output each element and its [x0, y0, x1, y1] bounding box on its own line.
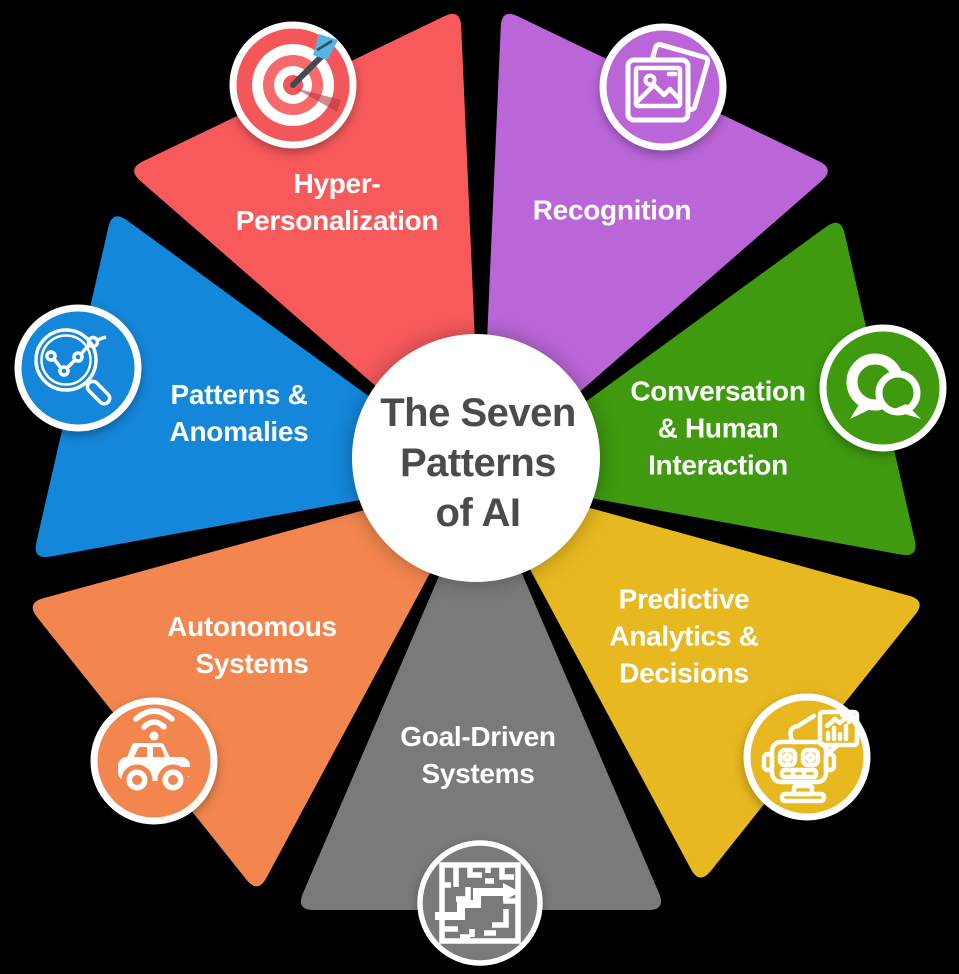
wedge-autonomous-systems [32, 480, 478, 887]
wedge-recognition [481, 13, 828, 474]
wedge-goal-driven-systems [300, 483, 662, 910]
wedge-layer [32, 13, 920, 910]
center-circle [352, 334, 600, 582]
wedge-predictive-analytics-decisions [484, 480, 920, 878]
wedge-hyper-personalization [134, 13, 481, 474]
